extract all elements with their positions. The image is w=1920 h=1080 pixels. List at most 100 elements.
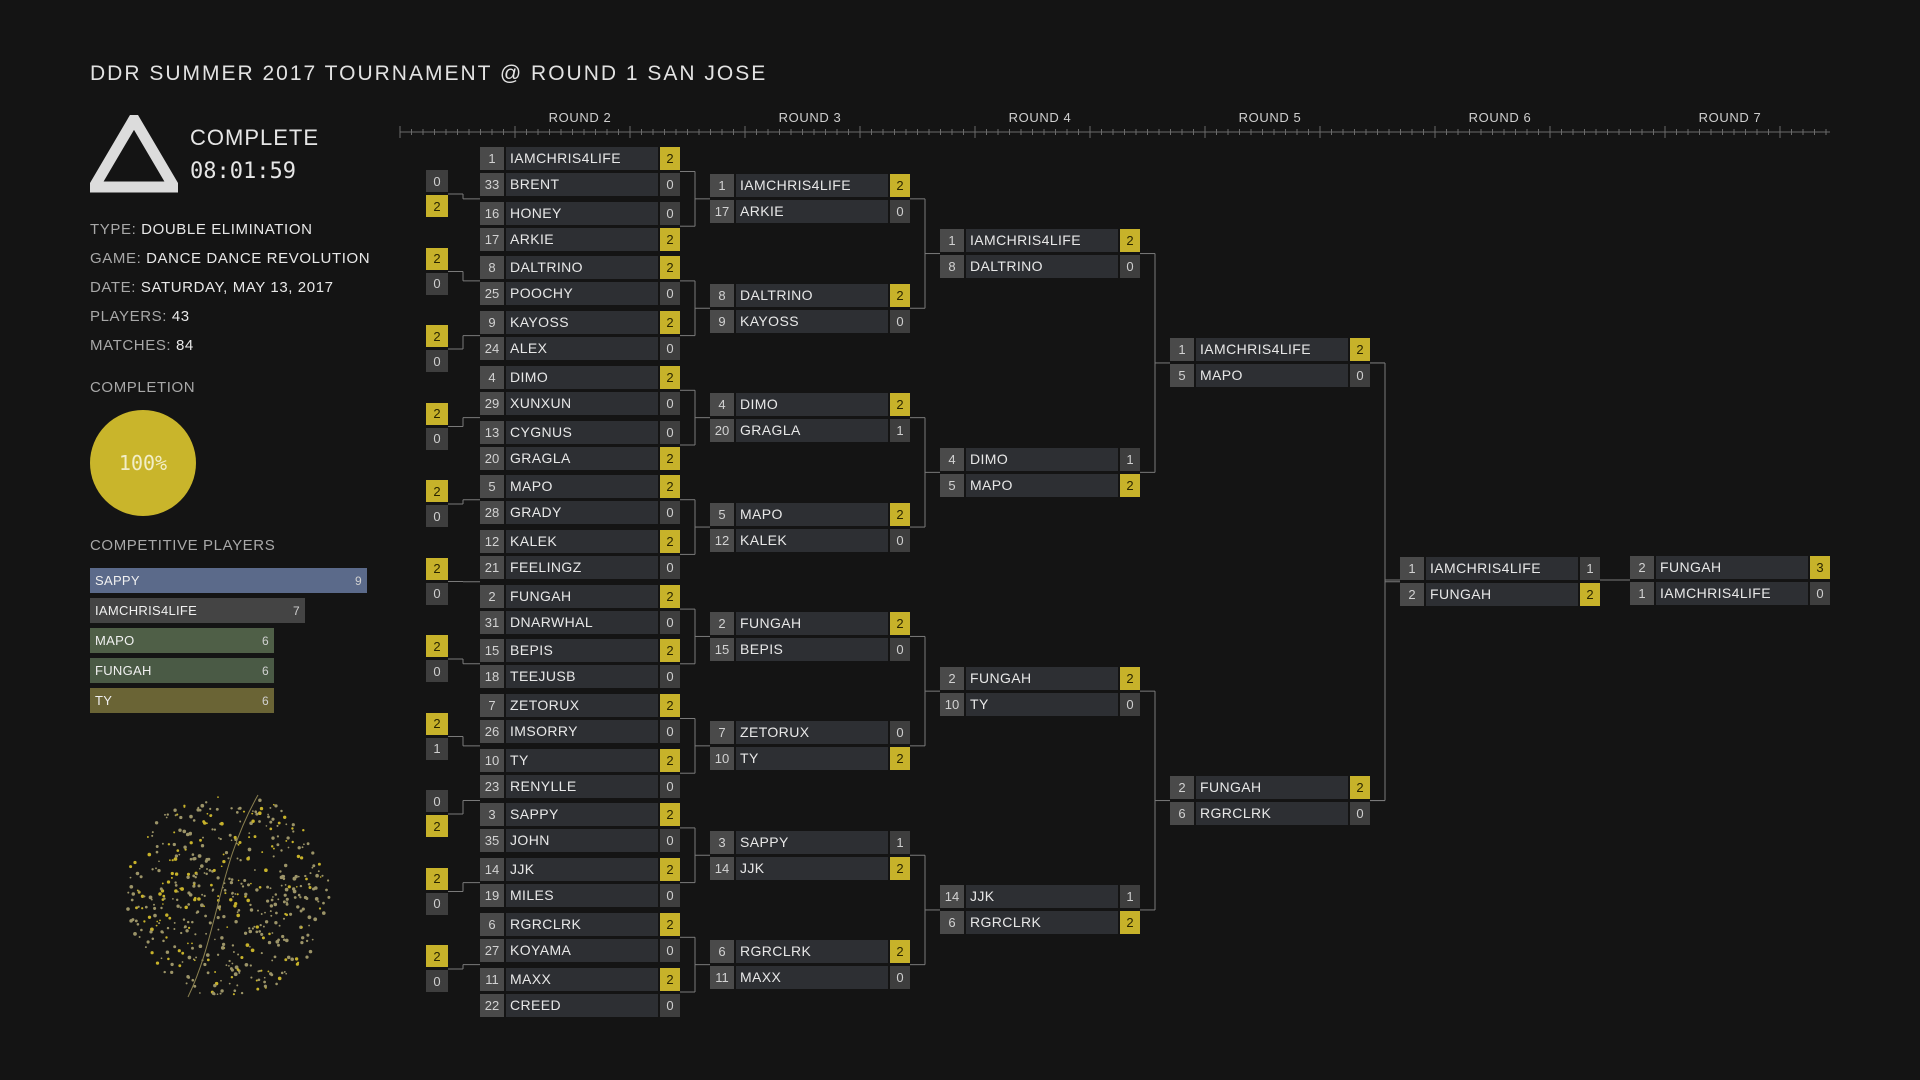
- seed-number: 25: [480, 282, 504, 306]
- match-score: 2: [890, 283, 910, 307]
- completion-value: 100%: [118, 451, 168, 475]
- player-count: 7: [293, 603, 300, 618]
- match-score: 0: [660, 501, 680, 525]
- round1-score: 0: [426, 427, 448, 450]
- status-time: 08:01:59: [190, 159, 296, 184]
- player-name: IAMCHRIS4LIFE: [1656, 581, 1808, 605]
- seed-number: 1: [710, 174, 734, 198]
- seed-number: 20: [710, 419, 734, 443]
- round1-score: 0: [426, 272, 448, 295]
- player-name: CREED: [506, 993, 658, 1017]
- player-name: KOYAMA: [506, 938, 658, 962]
- seed-number: 2: [940, 666, 964, 690]
- player-name: DALTRINO: [506, 256, 658, 280]
- seed-number: 6: [710, 940, 734, 964]
- seed-number: 18: [480, 665, 504, 689]
- match-score: 2: [1120, 229, 1140, 253]
- player-name: ZETORUX: [506, 694, 658, 717]
- match-score: 1: [1120, 447, 1140, 471]
- player-name: JJK: [506, 858, 658, 882]
- seed-number: 27: [480, 938, 504, 962]
- round1-score: 2: [426, 480, 448, 502]
- match-score: 0: [660, 201, 680, 225]
- seed-number: 20: [480, 446, 504, 470]
- match-score: 1: [1580, 557, 1600, 581]
- match-score: 2: [660, 311, 680, 335]
- match-score: 2: [660, 475, 680, 499]
- match-score: 2: [1120, 666, 1140, 690]
- player-name: XUNXUN: [506, 391, 658, 415]
- player-name: GRADY: [506, 501, 658, 525]
